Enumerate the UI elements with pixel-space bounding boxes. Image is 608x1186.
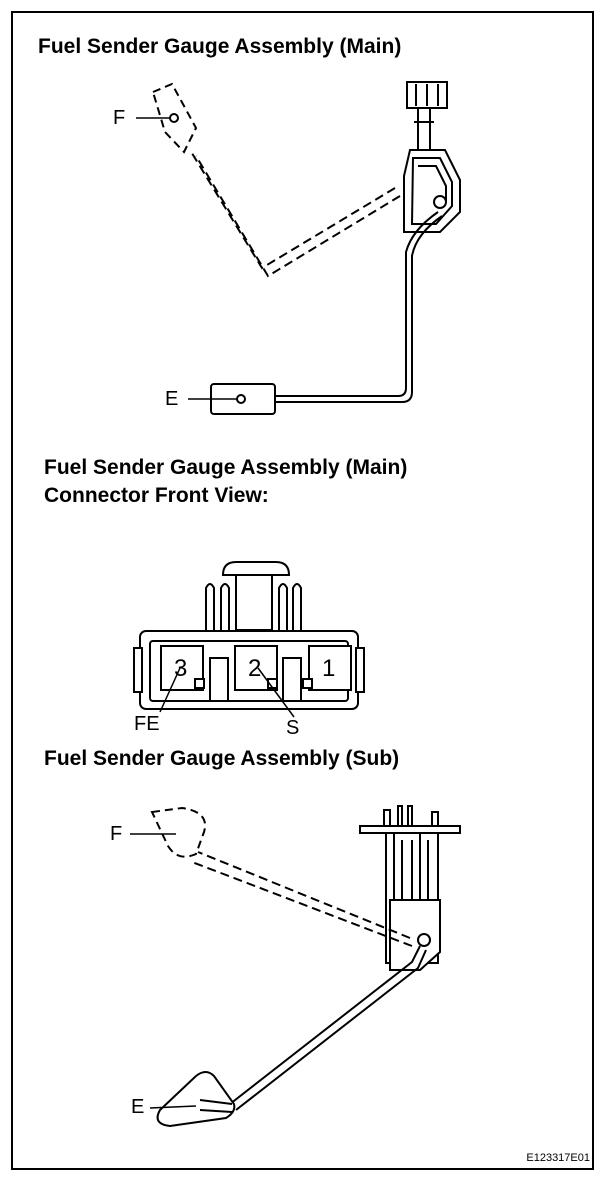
connector-title-line1: Fuel Sender Gauge Assembly (Main) bbox=[44, 456, 408, 479]
main-float-full-label: F bbox=[113, 107, 126, 129]
connector-title-line2: Connector Front View: bbox=[44, 484, 269, 507]
leader-line bbox=[159, 667, 181, 713]
float-pivot-icon bbox=[169, 113, 179, 123]
leader-line bbox=[257, 667, 295, 718]
main-assembly-drawing bbox=[151, 81, 461, 415]
pin-label-fe: FE bbox=[134, 713, 160, 735]
leader-line bbox=[149, 1105, 197, 1109]
pin-number: 1 bbox=[322, 655, 335, 682]
sub-assembly-drawing bbox=[150, 805, 461, 1128]
pin-number: 2 bbox=[248, 655, 261, 682]
pin-label-s: S bbox=[286, 717, 300, 739]
figure-code: E123317E01 bbox=[526, 1152, 590, 1164]
sub-float-full-label: F bbox=[110, 823, 123, 845]
main-float-empty-label: E bbox=[165, 388, 179, 410]
sub-assembly-title: Fuel Sender Gauge Assembly (Sub) bbox=[44, 747, 400, 770]
figure-frame bbox=[11, 11, 594, 1170]
connector-front-view bbox=[133, 561, 365, 710]
sub-float-empty-label: E bbox=[131, 1096, 145, 1118]
main-assembly-title: Fuel Sender Gauge Assembly (Main) bbox=[38, 35, 402, 58]
